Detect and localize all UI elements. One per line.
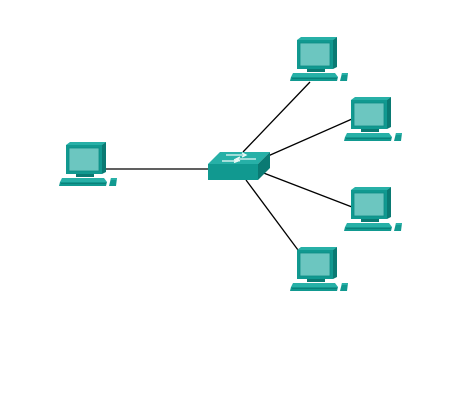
- pc-icon[interactable]: [289, 36, 349, 82]
- link-line: [245, 179, 299, 251]
- pc-icon[interactable]: [289, 246, 349, 292]
- devices: [58, 36, 403, 292]
- switch-icon[interactable]: [208, 152, 270, 180]
- pc-icon[interactable]: [343, 96, 403, 142]
- link-line: [242, 81, 311, 153]
- pc-icon[interactable]: [343, 186, 403, 232]
- links: [105, 81, 353, 251]
- link-line: [267, 118, 353, 157]
- pc-icon[interactable]: [58, 141, 118, 187]
- link-line: [260, 171, 353, 208]
